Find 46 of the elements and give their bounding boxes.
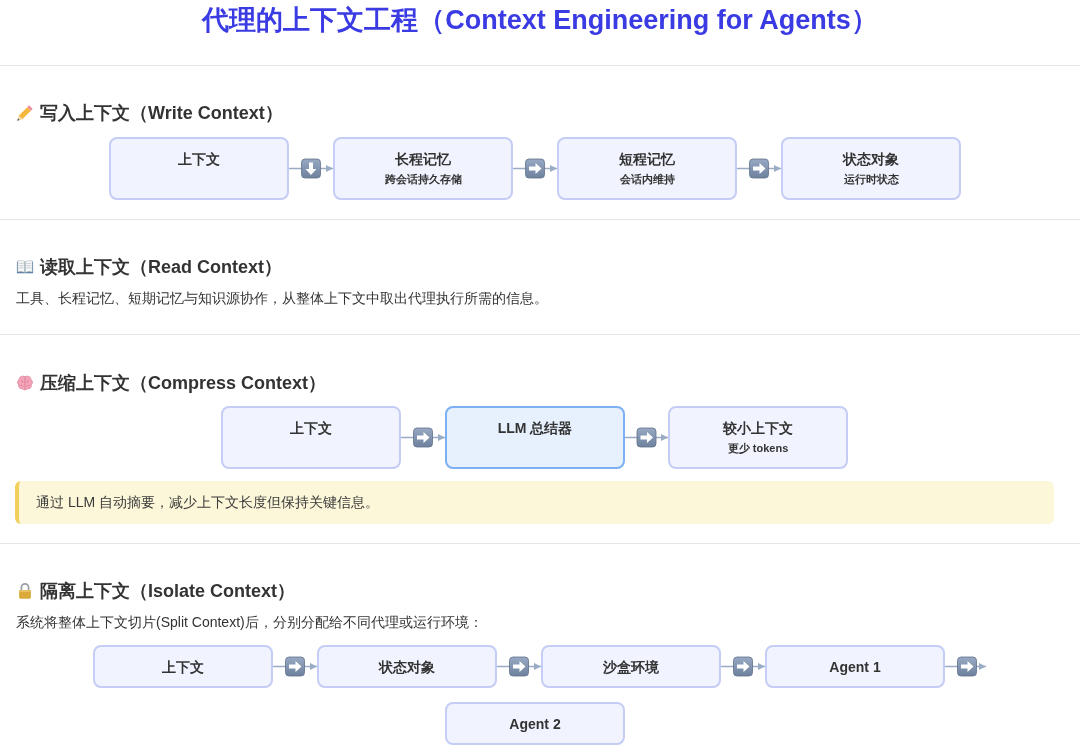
box-subtitle: 更少 tokens [727,441,789,456]
description-text: 工具、长程记忆、短期记忆与知识源协作，从整体上下文中取出代理执行所需的信息。 [16,289,548,308]
arrow [272,656,318,677]
page-title: 代理的上下文工程（Context Engineering for Agents） [202,4,878,37]
box-title: 状态对象 [379,657,435,677]
process-box [109,137,289,200]
process-box [557,137,737,200]
description-text: 系统将整体上下文切片(Split Context)后，分别分配给不同代理或运行环境： [16,613,483,632]
box-title: Agent 2 [509,714,561,734]
arrow [736,158,782,179]
box-title: 上下文 [162,657,204,677]
box-subtitle: 运行时状态 [843,172,899,187]
box-title: 较小上下文 [723,419,793,438]
note-text: 通过 LLM 自动摘要，减少上下文长度但保持关键信息。 [36,493,379,512]
arrow [944,656,987,677]
process-box [765,645,945,688]
process-box [221,406,401,469]
process-box [445,702,625,745]
box-title: 上下文 [178,150,220,169]
box-subtitle: 跨会话持久存储 [384,172,462,187]
arrow [720,656,766,677]
box-title: 短程记忆 [619,150,675,169]
section-heading: 读取上下文（Read Context） [40,255,282,279]
arrow [400,427,446,448]
process-box [781,137,961,200]
section-heading: 压缩上下文（Compress Context） [40,371,327,395]
process-box [668,406,848,469]
arrow [512,158,558,179]
arrow [288,158,334,179]
arrow [496,656,542,677]
process-box [541,645,721,688]
note-callout [15,481,1054,524]
section-heading: 写入上下文（Write Context） [40,101,283,125]
box-subtitle: 会话内维持 [619,172,675,187]
box-title: 长程记忆 [395,150,451,169]
process-box [333,137,513,200]
box-title: 上下文 [290,419,332,438]
box-title: 状态对象 [843,150,899,169]
box-title: LLM 总结器 [497,419,573,438]
box-title: Agent 1 [829,657,881,677]
process-box [445,406,625,469]
process-box [93,645,273,688]
box-title: 沙盒环境 [603,657,659,677]
process-box [317,645,497,688]
arrow [624,427,669,448]
section-heading: 隔离上下文（Isolate Context） [40,579,296,603]
